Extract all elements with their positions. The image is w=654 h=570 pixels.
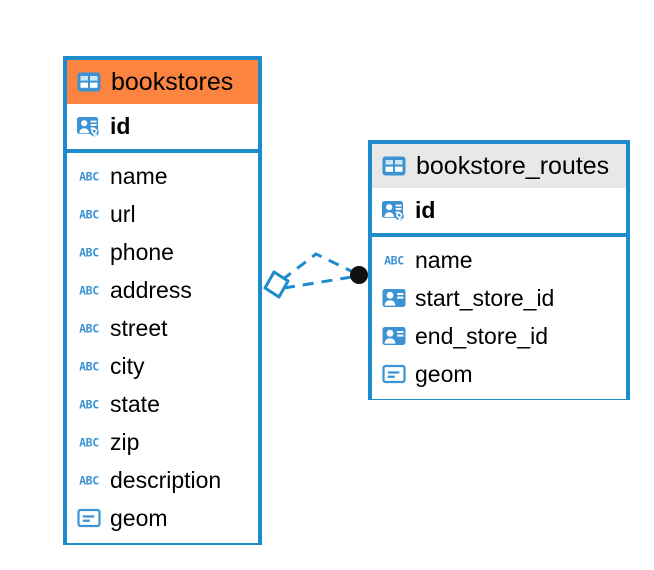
abc-icon: ABC [76, 239, 102, 265]
svg-text:ABC: ABC [79, 436, 99, 450]
field-label: id [110, 113, 131, 139]
svg-text:ABC: ABC [79, 246, 99, 260]
field-row-primary-key[interactable]: id [67, 104, 258, 153]
field-row[interactable]: ABC name [67, 157, 258, 195]
svg-text:ABC: ABC [79, 474, 99, 488]
field-label: zip [110, 428, 140, 455]
field-label: state [110, 390, 160, 417]
abc-icon: ABC [76, 353, 102, 379]
geometry-icon [76, 505, 102, 531]
field-label: end_store_id [415, 322, 548, 349]
circle-endpoint-icon [350, 266, 368, 284]
field-label: description [110, 466, 222, 493]
abc-icon: ABC [76, 277, 102, 303]
field-label: name [415, 246, 473, 273]
primary-key-icon [381, 198, 407, 224]
field-label: address [110, 276, 192, 303]
entity-title: bookstores [111, 67, 234, 96]
field-row[interactable]: geom [372, 355, 626, 393]
field-row[interactable]: ABC phone [67, 233, 258, 271]
field-row[interactable]: ABC url [67, 195, 258, 233]
field-label: geom [415, 360, 473, 387]
table-icon [76, 69, 102, 95]
field-row[interactable]: ABC description [67, 461, 258, 499]
entity-title: bookstore_routes [416, 151, 610, 180]
entity-bookstore-routes[interactable]: bookstore_routes id [368, 140, 630, 400]
abc-icon: ABC [76, 163, 102, 189]
field-row[interactable]: ABC name [372, 241, 626, 279]
field-label: city [110, 352, 145, 379]
svg-text:ABC: ABC [79, 208, 99, 222]
svg-text:ABC: ABC [79, 322, 99, 336]
field-row[interactable]: ABC state [67, 385, 258, 423]
field-row[interactable]: ABC street [67, 309, 258, 347]
entity-header-bookstores[interactable]: bookstores [67, 60, 258, 104]
field-row[interactable]: ABC zip [67, 423, 258, 461]
field-row[interactable]: ABC address [67, 271, 258, 309]
field-label: id [415, 197, 436, 223]
primary-key-icon [76, 114, 102, 140]
field-list-bookstore-routes: ABC name start_store_id [372, 237, 626, 399]
field-row[interactable]: ABC city [67, 347, 258, 385]
diamond-endpoint-icon [263, 270, 290, 299]
field-label: phone [110, 238, 174, 265]
abc-icon: ABC [76, 467, 102, 493]
abc-icon: ABC [381, 247, 407, 273]
field-label: url [110, 200, 136, 227]
field-list-bookstores: ABC name ABC url ABC p [67, 153, 258, 543]
svg-text:ABC: ABC [79, 398, 99, 412]
field-row[interactable]: end_store_id [372, 317, 626, 355]
abc-icon: ABC [76, 391, 102, 417]
table-icon [381, 153, 407, 179]
entity-header-bookstore-routes[interactable]: bookstore_routes [372, 144, 626, 188]
relationship-line-lower [283, 275, 353, 290]
svg-text:ABC: ABC [79, 284, 99, 298]
field-label: start_store_id [415, 284, 555, 311]
abc-icon: ABC [76, 429, 102, 455]
foreign-key-icon [381, 323, 407, 349]
field-label: geom [110, 504, 168, 531]
field-row[interactable]: geom [67, 499, 258, 537]
entity-bookstores[interactable]: bookstores id [63, 56, 262, 545]
field-label: street [110, 314, 168, 341]
relationship-line-upper [281, 252, 354, 282]
field-label: name [110, 162, 168, 189]
abc-icon: ABC [76, 201, 102, 227]
foreign-key-icon [381, 285, 407, 311]
geometry-icon [381, 361, 407, 387]
field-row-primary-key[interactable]: id [372, 188, 626, 237]
svg-text:ABC: ABC [79, 360, 99, 374]
abc-icon: ABC [76, 315, 102, 341]
field-row[interactable]: start_store_id [372, 279, 626, 317]
svg-text:ABC: ABC [384, 254, 404, 268]
svg-text:ABC: ABC [79, 170, 99, 184]
